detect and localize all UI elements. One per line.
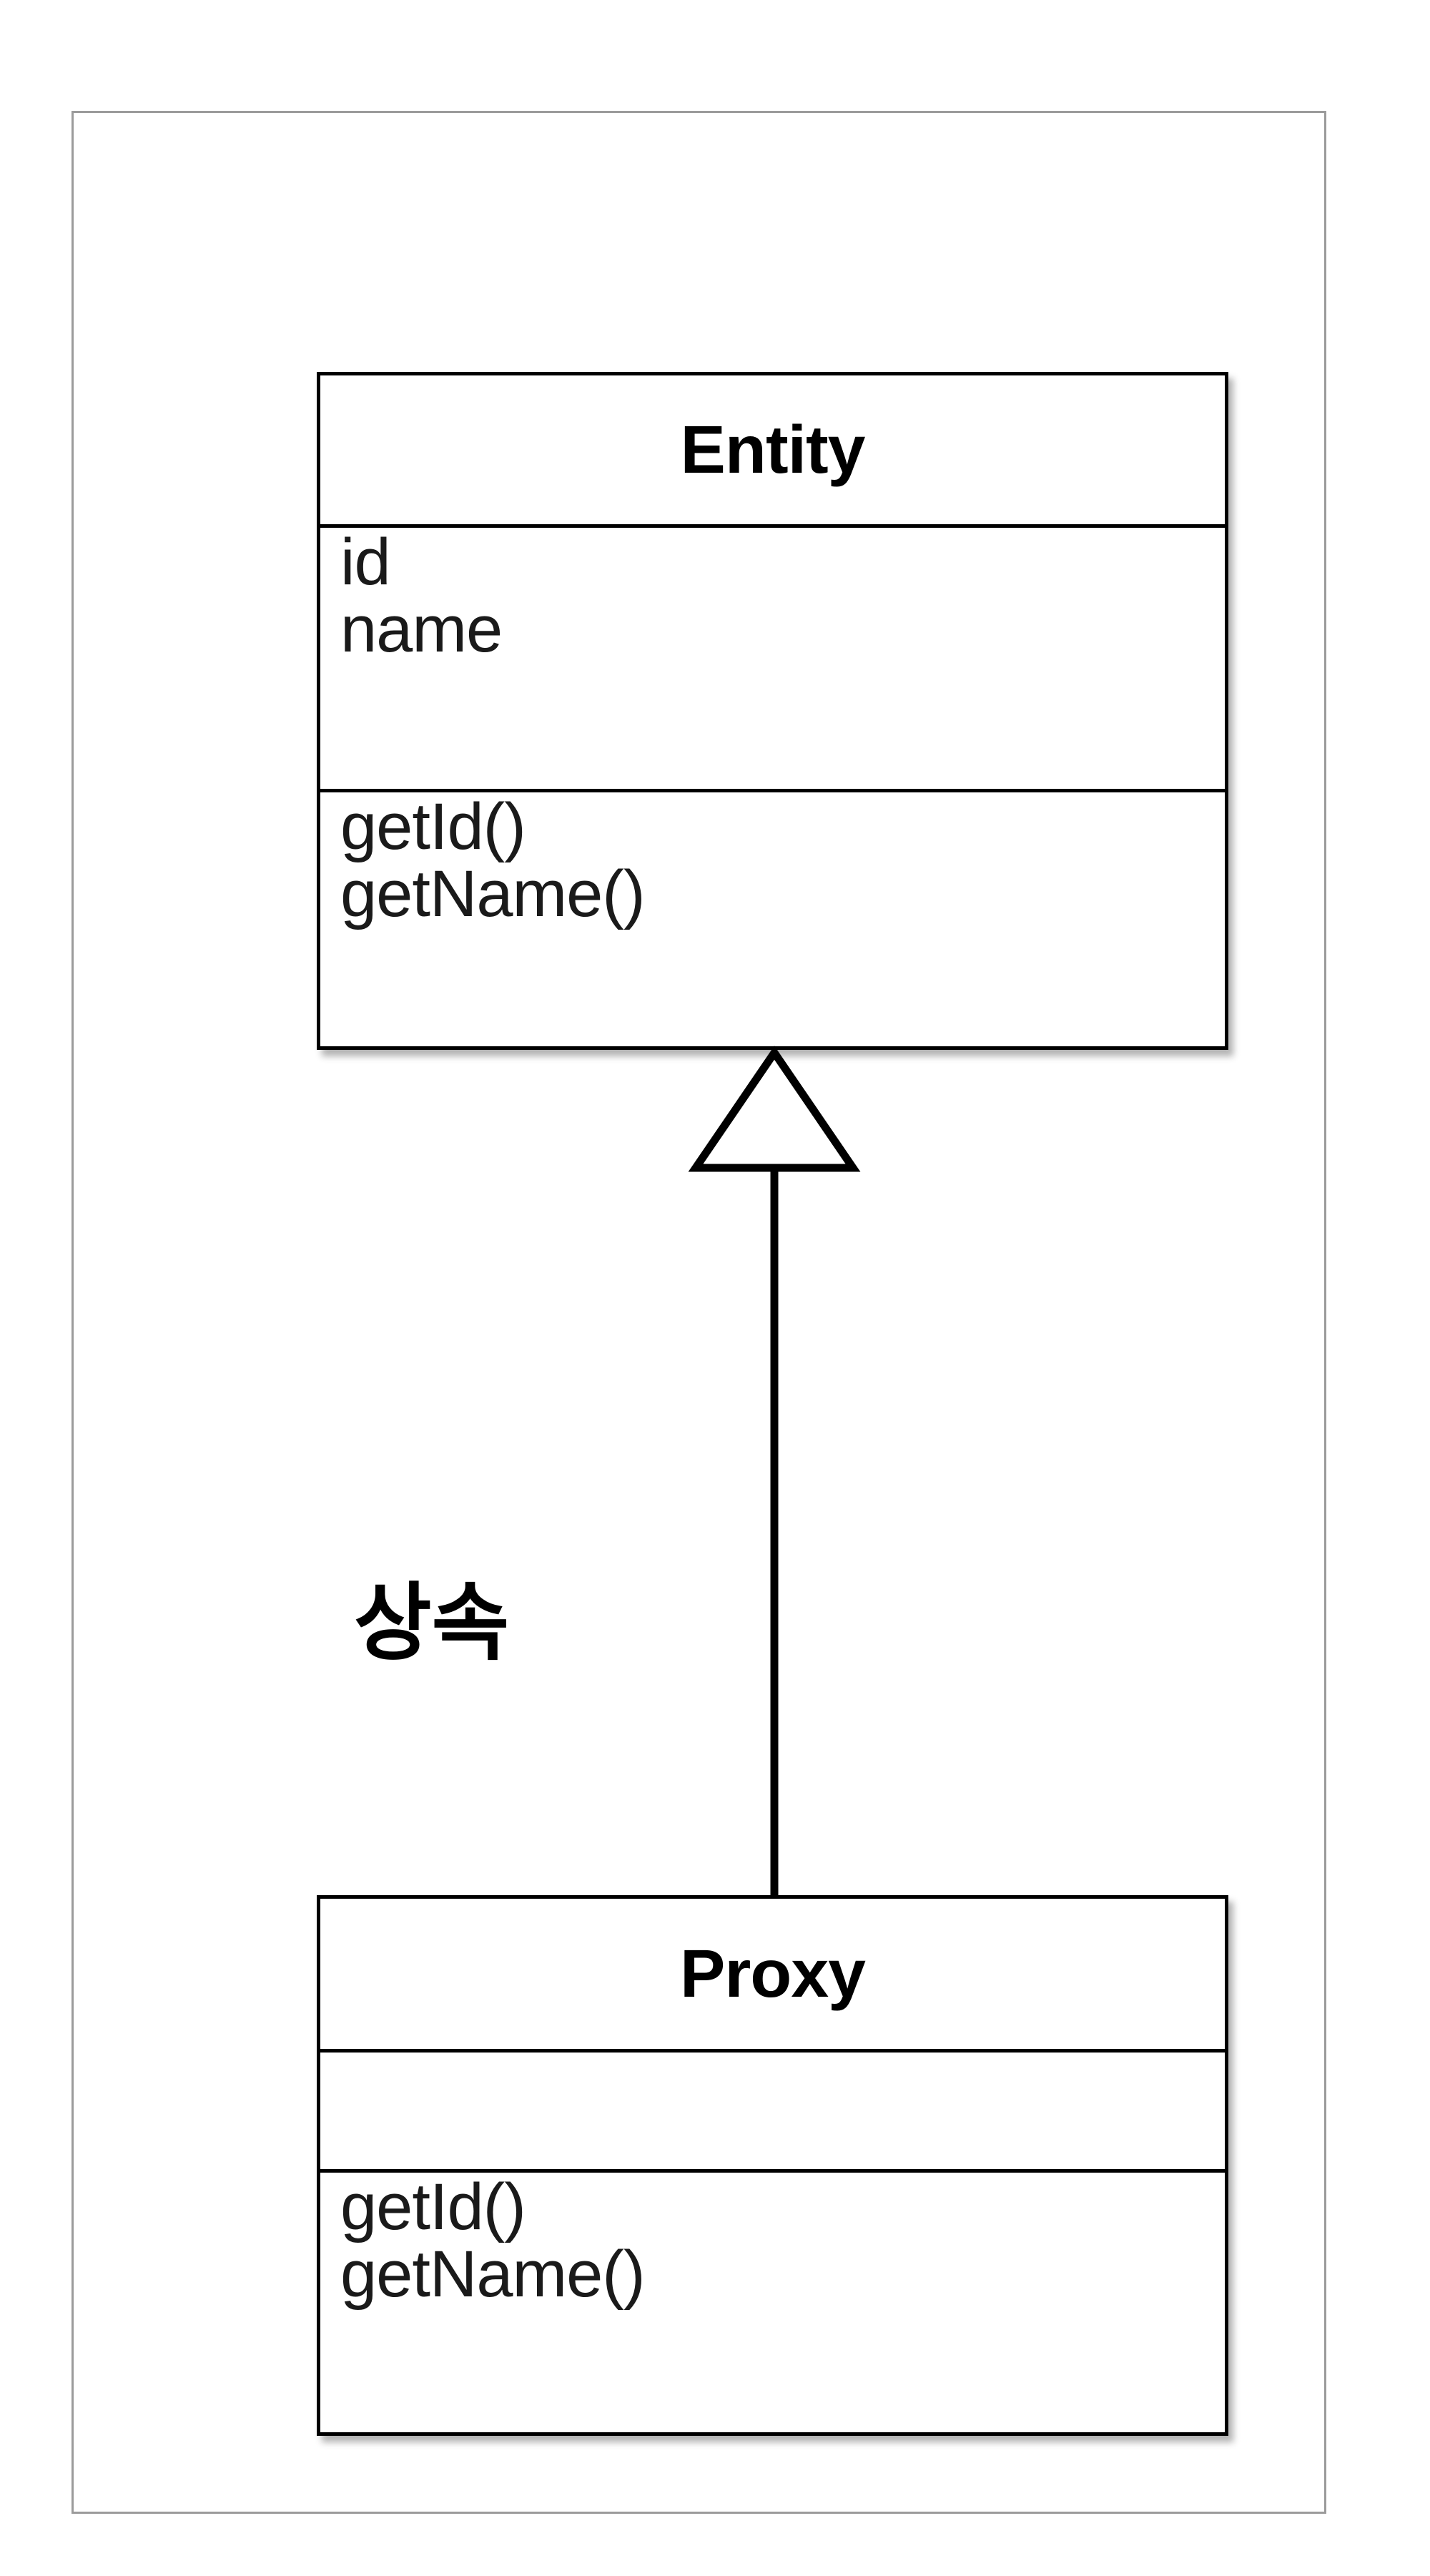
entity-operation-getname: getName() bbox=[340, 857, 646, 930]
entity-attribute-id: id bbox=[340, 528, 391, 599]
proxy-attributes-compartment bbox=[320, 2053, 1225, 2173]
proxy-operation-getid: getId() bbox=[340, 2173, 526, 2243]
proxy-class-name: Proxy bbox=[679, 1935, 866, 2012]
proxy-operation-getname: getName() bbox=[340, 2237, 646, 2311]
uml-class-entity[interactable]: Entity id name getId() getName() bbox=[317, 372, 1228, 1050]
generalization-arrowhead-icon bbox=[688, 1046, 861, 1172]
entity-operations-compartment: getId() getName() bbox=[320, 792, 1225, 1046]
entity-class-name: Entity bbox=[680, 411, 866, 488]
entity-attributes-compartment: id name bbox=[320, 528, 1225, 792]
entity-name-compartment: Entity bbox=[320, 375, 1225, 528]
proxy-name-compartment: Proxy bbox=[320, 1899, 1225, 2053]
diagram-frame: Entity id name getId() getName() 상속 Prox… bbox=[72, 111, 1326, 2514]
proxy-operations-compartment: getId() getName() bbox=[320, 2173, 1225, 2432]
uml-class-proxy[interactable]: Proxy getId() getName() bbox=[317, 1895, 1228, 2436]
entity-attribute-name: name bbox=[340, 592, 503, 666]
generalization-connector bbox=[688, 1046, 861, 1898]
entity-operation-getid: getId() bbox=[340, 792, 526, 863]
relationship-label-inheritance: 상속 bbox=[354, 1576, 510, 1671]
